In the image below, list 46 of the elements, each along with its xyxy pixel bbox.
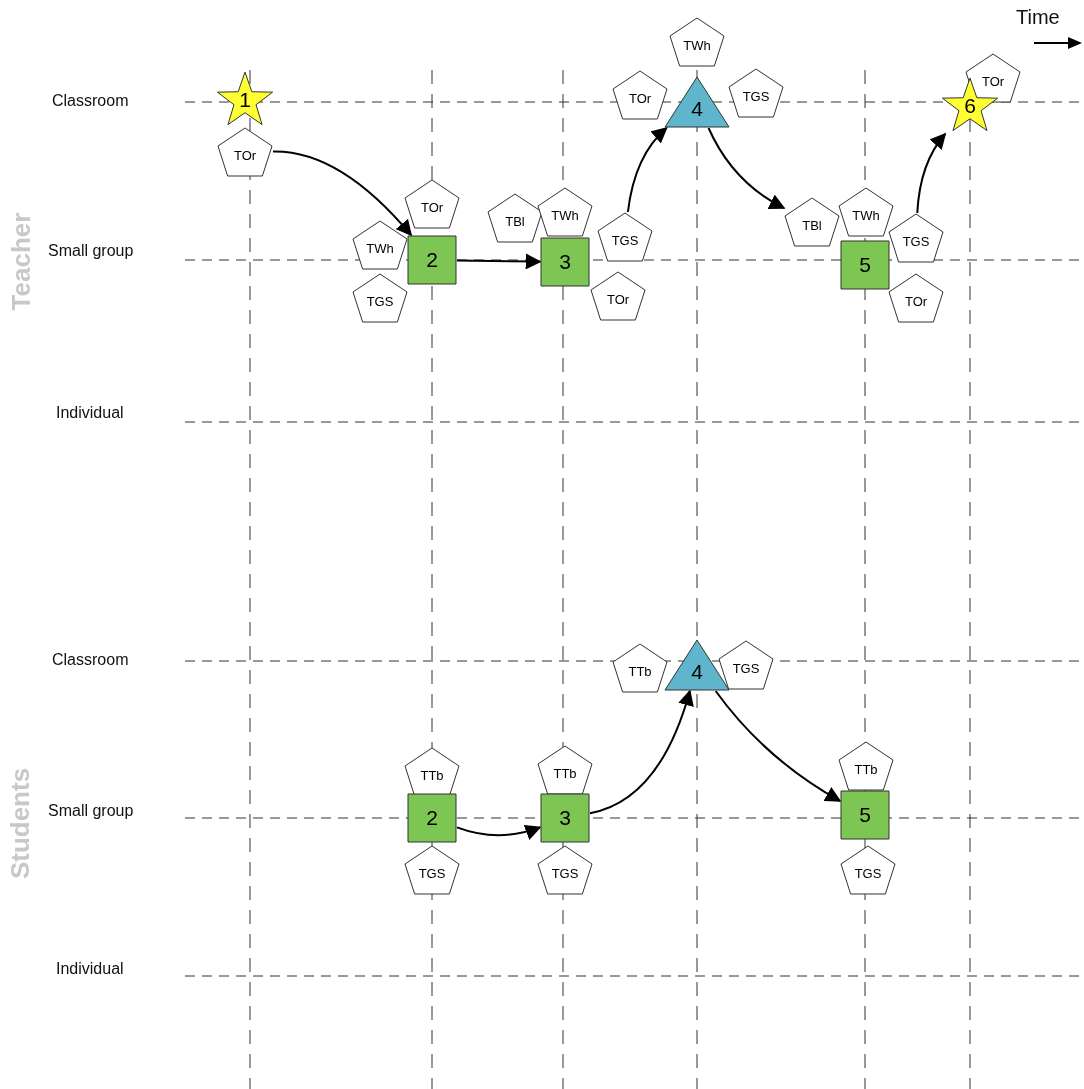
pentagon-shape: TTb (838, 741, 894, 791)
pentagon-shape: TGS (888, 213, 944, 263)
triangle-marker: 4 (664, 639, 730, 691)
pentagon-shape: TOr (612, 70, 668, 120)
pentagon-shape: TTb (537, 745, 593, 795)
pentagon-shape: TGS (597, 212, 653, 262)
arrow (714, 690, 842, 802)
pentagon-shape: TTb (612, 643, 668, 693)
pentagon-shape: TGS (537, 845, 593, 895)
pentagon-shape: TWh (352, 220, 408, 270)
pentagon-shape: TWh (669, 17, 725, 67)
pentagon-shape: TBl (487, 193, 543, 243)
pentagon-shape: TWh (537, 187, 593, 237)
row-label: Individual (56, 404, 124, 422)
pentagon-shape: TOr (404, 179, 460, 229)
row-label: Individual (56, 960, 124, 978)
arrow (272, 150, 413, 237)
row-label: Small group (48, 242, 134, 260)
arrow (626, 126, 668, 213)
arrow (589, 689, 694, 815)
square-marker: 3 (540, 793, 590, 843)
pentagon-shape: TOr (888, 273, 944, 323)
pentagon-shape: TWh (838, 187, 894, 237)
square-marker: 3 (540, 237, 590, 287)
pentagon-shape: TOr (217, 127, 273, 177)
pentagon-shape: TGS (404, 845, 460, 895)
triangle-marker: 4 (664, 76, 730, 128)
pentagon-shape: TOr (590, 271, 646, 321)
arrow (456, 824, 542, 840)
pentagon-shape: TGS (352, 273, 408, 323)
arrow (456, 253, 542, 270)
star-marker: 1 (216, 72, 274, 128)
pentagon-shape: TBl (784, 197, 840, 247)
row-label: Small group (48, 802, 134, 820)
row-label: Classroom (52, 651, 129, 669)
arrow (707, 127, 786, 210)
row-label: Classroom (52, 92, 129, 110)
square-marker: 2 (407, 235, 457, 285)
pentagon-shape: TGS (728, 68, 784, 118)
pentagon-shape: TGS (718, 640, 774, 690)
square-marker: 5 (840, 790, 890, 840)
pentagon-shape: TGS (840, 845, 896, 895)
axis-label: Time (1016, 6, 1060, 29)
square-marker: 2 (407, 793, 457, 843)
arrow (916, 132, 947, 214)
square-marker: 5 (840, 240, 890, 290)
